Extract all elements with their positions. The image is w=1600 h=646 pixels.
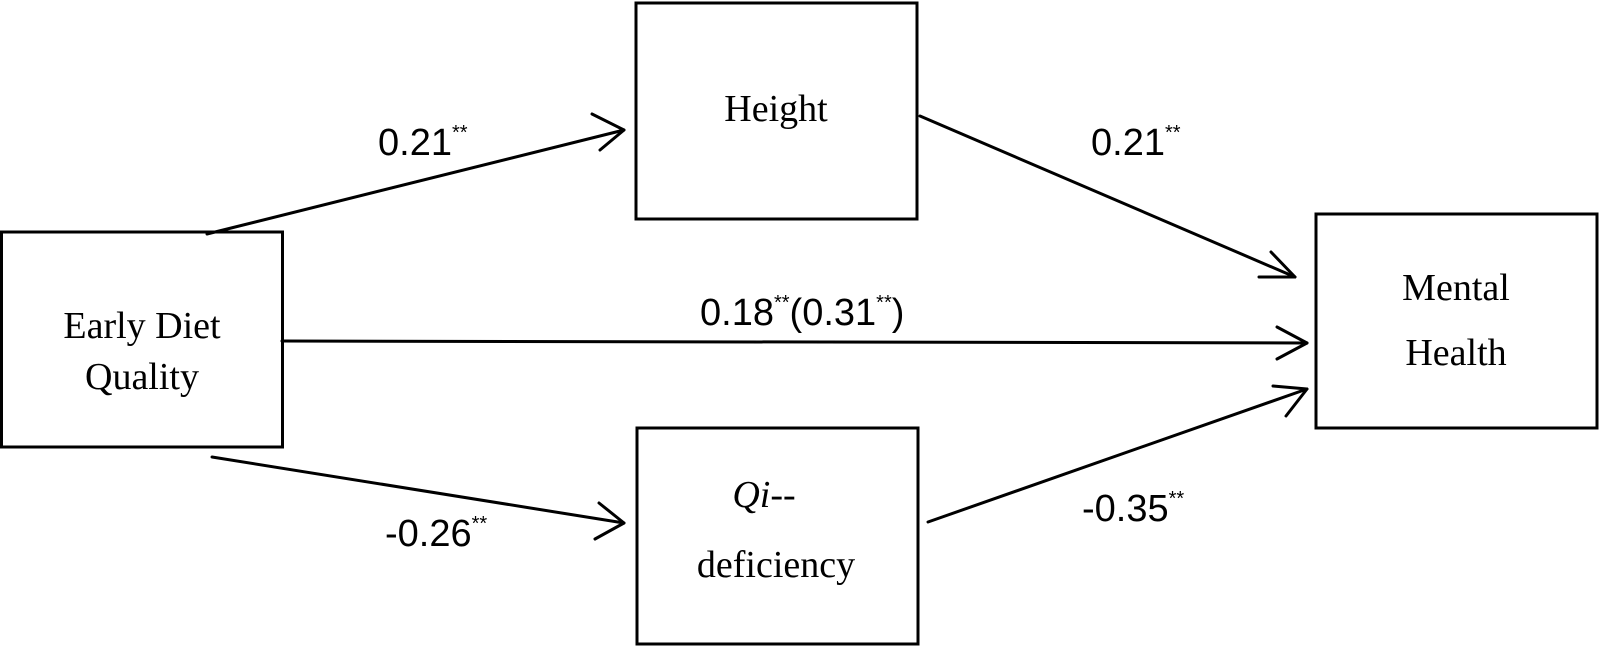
arrow-diet-to-qi <box>210 455 626 525</box>
coef-diet-to-height-value: 0.21 <box>378 122 452 164</box>
coef-diet-to-mental-paren-open: ( <box>790 292 803 334</box>
mental-health-label-line2: Health <box>1405 332 1506 374</box>
early-diet-quality-label-line2: Quality <box>85 356 199 398</box>
arrow-height-to-mental <box>918 114 1297 279</box>
coef-diet-to-mental-total-sig: ** <box>876 292 892 314</box>
coef-diet-to-qi: -0.26** <box>385 513 487 555</box>
coef-diet-to-qi-value: -0.26 <box>385 513 472 555</box>
qi-dash-text: -- <box>770 474 795 516</box>
coef-diet-to-qi-sig: ** <box>472 513 488 535</box>
qi-deficiency-label-line1: Qi-- <box>732 474 795 516</box>
arrowhead-diet-to-height <box>590 112 626 152</box>
arrowhead-qi-to-mental <box>1271 384 1309 418</box>
qi-deficiency-label-line2: deficiency <box>697 544 855 586</box>
coef-qi-to-mental-sig: ** <box>1169 488 1185 510</box>
height-box <box>634 1 919 221</box>
arrow-diet-to-mental <box>280 339 1309 345</box>
qi-italic-text: Qi <box>732 474 770 516</box>
coef-diet-to-mental-sig: ** <box>774 292 790 314</box>
coef-qi-to-mental-value: -0.35 <box>1082 488 1169 530</box>
mental-health-label-line1: Mental <box>1402 267 1510 309</box>
early-diet-quality-box <box>0 230 284 449</box>
arrowhead-diet-to-qi <box>593 501 626 541</box>
qi-deficiency-box <box>635 426 920 646</box>
coef-diet-to-mental-paren-close: ) <box>892 292 905 334</box>
coef-height-to-mental-value: 0.21 <box>1091 122 1165 164</box>
height-label: Height <box>724 88 828 130</box>
arrowhead-diet-to-mental <box>1275 325 1309 361</box>
coef-diet-to-height: 0.21** <box>378 122 468 164</box>
coef-qi-to-mental: -0.35** <box>1082 488 1184 530</box>
early-diet-quality-label-line1: Early Diet <box>63 305 221 347</box>
coef-height-to-mental: 0.21** <box>1091 122 1181 164</box>
coef-diet-to-mental: 0.18**(0.31**) <box>700 292 904 334</box>
coef-diet-to-mental-total-value: 0.31 <box>802 292 876 334</box>
coef-height-to-mental-sig: ** <box>1165 122 1181 144</box>
mental-health-box <box>1314 212 1599 430</box>
coef-diet-to-height-sig: ** <box>452 122 468 144</box>
arrow-diet-to-height <box>205 128 626 236</box>
arrow-qi-to-mental <box>926 387 1309 524</box>
arrowhead-height-to-mental <box>1257 250 1297 279</box>
coef-diet-to-mental-value: 0.18 <box>700 292 774 334</box>
